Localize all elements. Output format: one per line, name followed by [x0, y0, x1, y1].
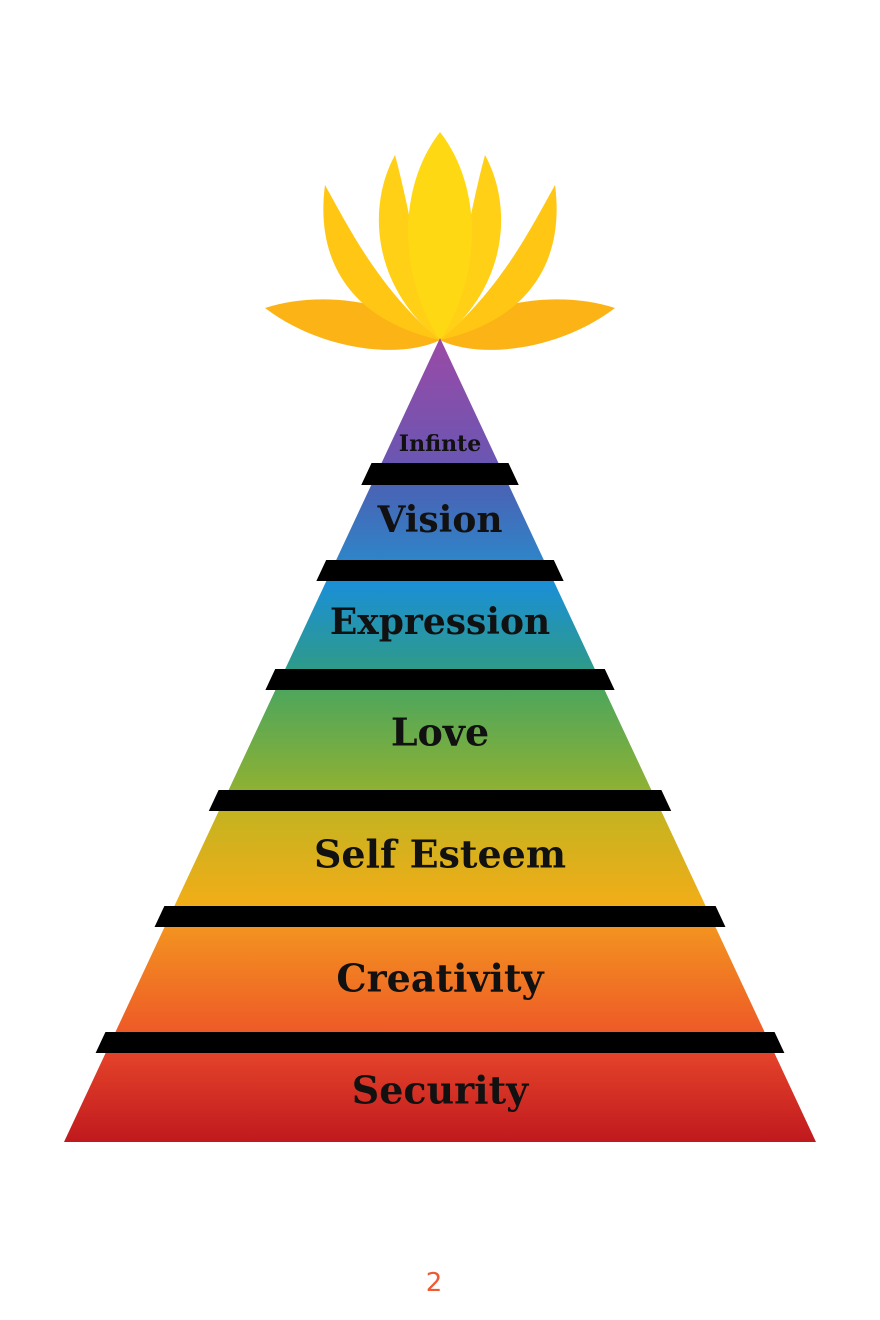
lotus-flower-icon: [265, 132, 615, 350]
band-separator: [316, 560, 564, 581]
band-separator: [265, 669, 615, 690]
pyramid-band-infinte: [381, 338, 499, 463]
lotus-petal-far-right: [440, 299, 615, 350]
lotus-petal-mid-right: [440, 185, 557, 340]
lotus-petal-mid-left: [323, 185, 440, 340]
level-label-security: Security: [352, 1068, 529, 1113]
level-label-infinte: Infinte: [399, 431, 481, 457]
level-label-love: Love: [391, 710, 489, 755]
band-separator: [361, 463, 519, 485]
pyramid-band-expression: [285, 581, 595, 669]
lotus-petal-center: [408, 132, 472, 340]
band-separator: [208, 790, 672, 811]
level-label-self-esteem: Self Esteem: [314, 832, 566, 877]
band-separator: [154, 906, 726, 927]
pyramid-band-creativity: [115, 927, 765, 1032]
level-label-vision: Vision: [376, 499, 502, 541]
band-separator: [95, 1032, 785, 1053]
pyramid-band-security: [64, 1053, 816, 1142]
pyramid-band-love: [228, 690, 652, 790]
page-number: 2: [425, 1268, 443, 1298]
pyramid-band-self-esteem: [174, 811, 706, 906]
pyramid-band-vision: [336, 485, 544, 560]
lotus-petal-far-left: [265, 299, 440, 350]
level-label-creativity: Creativity: [336, 956, 544, 1001]
level-label-expression: Expression: [330, 601, 550, 643]
